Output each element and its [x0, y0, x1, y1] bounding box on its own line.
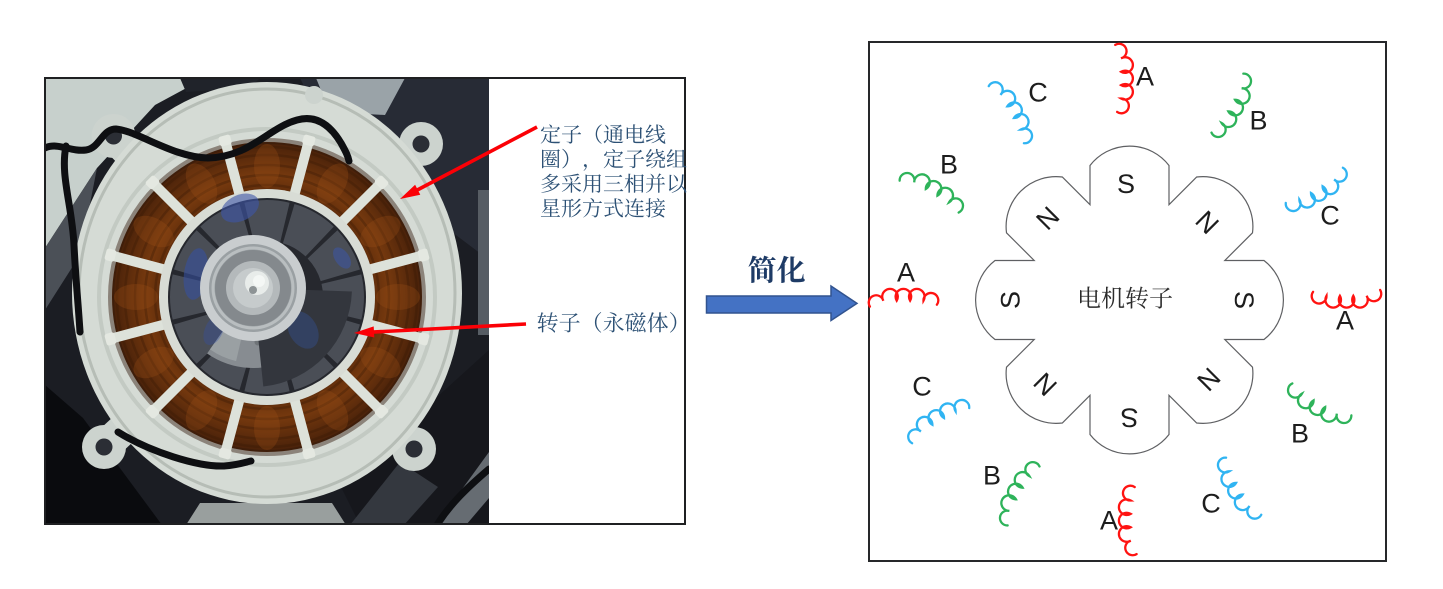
- svg-text:C: C: [1201, 489, 1221, 519]
- svg-text:S: S: [996, 291, 1026, 309]
- svg-text:B: B: [1291, 419, 1309, 449]
- svg-text:A: A: [1136, 62, 1154, 92]
- svg-text:S: S: [1117, 169, 1135, 199]
- svg-text:B: B: [1249, 106, 1267, 136]
- svg-text:A: A: [1336, 306, 1354, 336]
- svg-text:C: C: [1028, 78, 1048, 108]
- svg-text:S: S: [1229, 291, 1259, 309]
- svg-text:A: A: [1100, 506, 1118, 536]
- svg-text:C: C: [912, 372, 932, 402]
- svg-text:C: C: [1320, 201, 1340, 231]
- svg-text:B: B: [983, 461, 1001, 491]
- svg-text:A: A: [897, 258, 915, 288]
- svg-text:S: S: [1120, 403, 1138, 433]
- svg-text:B: B: [940, 150, 958, 180]
